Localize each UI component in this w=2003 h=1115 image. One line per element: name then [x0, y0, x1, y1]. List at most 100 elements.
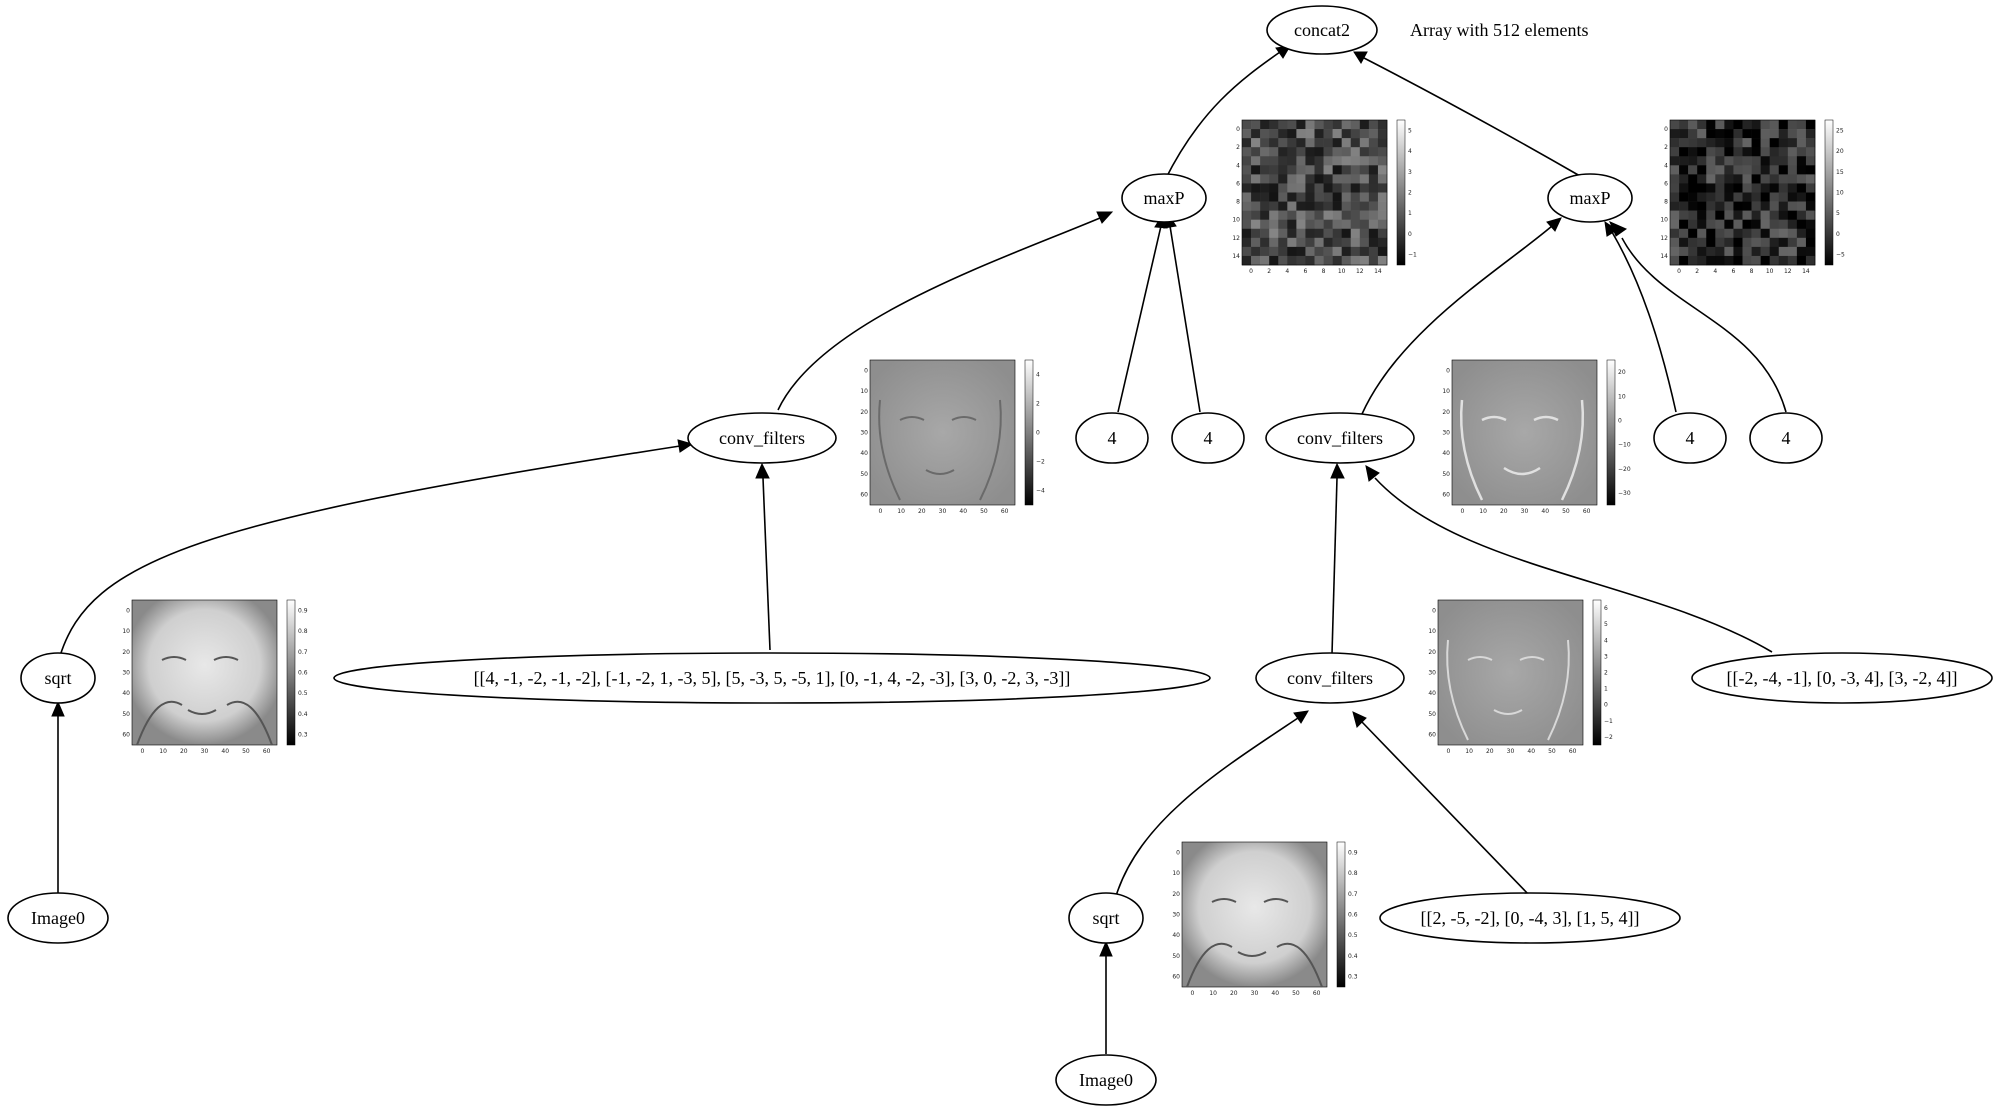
- heatmap-cell: [1760, 120, 1770, 130]
- heatmap-cell: [1377, 246, 1388, 257]
- heatmap-cell: [1341, 255, 1352, 266]
- colorbar-tick-label: −10: [1618, 442, 1631, 449]
- y-tick-label: 60: [1428, 732, 1436, 739]
- heatmap-cell: [1670, 210, 1680, 220]
- heatmap-cell: [1323, 129, 1333, 139]
- node-pool-size-left-1[interactable]: 4: [1075, 412, 1149, 464]
- heatmap-cell: [1742, 246, 1752, 257]
- heatmap-cell: [1296, 147, 1306, 157]
- node-sqrt-right[interactable]: sqrt: [1068, 892, 1144, 944]
- node-pool-size-right-1[interactable]: 4: [1653, 412, 1727, 464]
- heatmap-cell: [1742, 219, 1752, 230]
- heatmap-cell: [1260, 147, 1270, 157]
- x-tick-label: 40: [1541, 508, 1549, 515]
- heatmap-cell: [1769, 183, 1780, 193]
- heatmap-cell: [1733, 210, 1743, 220]
- heatmap-cell: [1679, 165, 1689, 175]
- edge-conv-left-to-maxp-left: [777, 217, 1101, 411]
- heatmap-cell: [1742, 237, 1752, 248]
- heatmap-cell: [1287, 201, 1297, 211]
- node-label: Image0: [1079, 1070, 1133, 1090]
- face-sketch: [1186, 898, 1323, 988]
- colorbar: [1592, 599, 1602, 746]
- heatmap-cell: [1697, 156, 1707, 166]
- heatmap-cell: [1751, 219, 1761, 230]
- colorbar-tick-label: 0: [1836, 231, 1840, 238]
- heatmap-cell: [1377, 210, 1388, 220]
- heatmap-cell: [1359, 165, 1370, 175]
- heatmap-cell: [1305, 183, 1315, 193]
- node-maxp-right[interactable]: maxP: [1547, 173, 1633, 223]
- colorbar-tick-label: 4: [1036, 372, 1040, 379]
- colorbar-tick-label: −5: [1836, 252, 1845, 259]
- heatmap-cell: [1359, 129, 1370, 139]
- heatmap-cell: [1769, 120, 1780, 130]
- heatmap-cell: [1242, 219, 1252, 230]
- heatmap-cell: [1341, 156, 1352, 166]
- node-filters-right-top[interactable]: [[-2, -4, -1], [0, -3, 4], [3, -2, 4]]: [1691, 652, 1993, 704]
- colorbar-tick-label: −2: [1036, 459, 1045, 466]
- heatmap-cell: [1341, 183, 1352, 193]
- heatmap-cell: [1805, 183, 1816, 193]
- node-conv-filters-left[interactable]: conv_filters: [687, 412, 837, 464]
- node-pool-size-left-2[interactable]: 4: [1171, 412, 1245, 464]
- heatmap-cell: [1260, 255, 1270, 266]
- heatmap-plot-area: [1181, 841, 1328, 988]
- node-conv-filters-right-top[interactable]: conv_filters: [1265, 412, 1415, 464]
- heatmap-cell: [1670, 219, 1680, 230]
- node-filters-right-bottom[interactable]: [[2, -5, -2], [0, -4, 3], [1, 5, 4]]: [1379, 892, 1681, 944]
- heatmap-cell: [1350, 255, 1361, 266]
- heatmap-cell: [1706, 219, 1716, 230]
- node-pool-size-right-2[interactable]: 4: [1749, 412, 1823, 464]
- node-sqrt-left[interactable]: sqrt: [20, 652, 96, 704]
- node-image0-right[interactable]: Image0: [1055, 1054, 1157, 1106]
- heatmap-cell: [1697, 192, 1707, 202]
- heatmap-cell: [1796, 138, 1807, 148]
- y-tick-label: 40: [122, 690, 130, 697]
- heatmap-cell: [1251, 183, 1261, 193]
- heatmap-cell: [1278, 219, 1288, 230]
- y-tick-label: 6: [1664, 180, 1668, 187]
- heatmap-cell: [1287, 219, 1297, 230]
- heatmap-cell: [1278, 237, 1288, 248]
- heatmap-cell: [1697, 237, 1707, 248]
- heatmap-cell: [1715, 120, 1725, 130]
- concat2-annotation: Array with 512 elements: [1410, 20, 1588, 40]
- node-maxp-left[interactable]: maxP: [1121, 173, 1207, 223]
- colorbar-tick-label: −1: [1408, 252, 1417, 259]
- y-tick-label: 50: [1428, 711, 1436, 718]
- face-sketch: [878, 399, 1002, 501]
- node-label: 4: [1204, 428, 1213, 448]
- heatmap-cell: [1287, 183, 1297, 193]
- y-tick-label: 30: [1172, 912, 1180, 919]
- x-tick-label: 0: [1190, 990, 1194, 997]
- colorbar-tick-label: 0.7: [1348, 891, 1358, 898]
- heatmap-cell: [1359, 156, 1370, 166]
- heatmap-cell: [1377, 183, 1388, 193]
- heatmap-cell: [1751, 174, 1761, 184]
- node-image0-left[interactable]: Image0: [7, 892, 109, 944]
- heatmap-cell: [1787, 165, 1798, 175]
- heatmap-cell: [1242, 120, 1252, 130]
- heatmap-cell: [1332, 120, 1342, 130]
- heatmap-cell: [1323, 147, 1333, 157]
- heatmap-cell: [1242, 228, 1252, 239]
- x-tick-label: 60: [1583, 508, 1591, 515]
- y-tick-label: 10: [1172, 870, 1180, 877]
- heatmap-cell: [1305, 120, 1315, 130]
- x-tick-label: 40: [221, 748, 229, 755]
- node-filters-left[interactable]: [[4, -1, -2, -1, -2], [-1, -2, 1, -3, 5]…: [333, 652, 1211, 704]
- heatmap-cell: [1377, 192, 1388, 202]
- x-tick-label: 50: [980, 508, 988, 515]
- heatmap-cell: [1377, 138, 1388, 148]
- heatmap-cell: [1769, 219, 1780, 230]
- heatmap-cell: [1350, 165, 1361, 175]
- heatmap-cell: [1305, 228, 1315, 239]
- y-tick-label: 50: [860, 471, 868, 478]
- node-concat2[interactable]: concat2: [1266, 5, 1378, 55]
- heatmap-cell: [1260, 246, 1270, 257]
- node-conv-filters-right-bottom[interactable]: conv_filters: [1255, 652, 1405, 704]
- heatmap-cell: [1670, 192, 1680, 202]
- heatmap-cell: [1697, 228, 1707, 239]
